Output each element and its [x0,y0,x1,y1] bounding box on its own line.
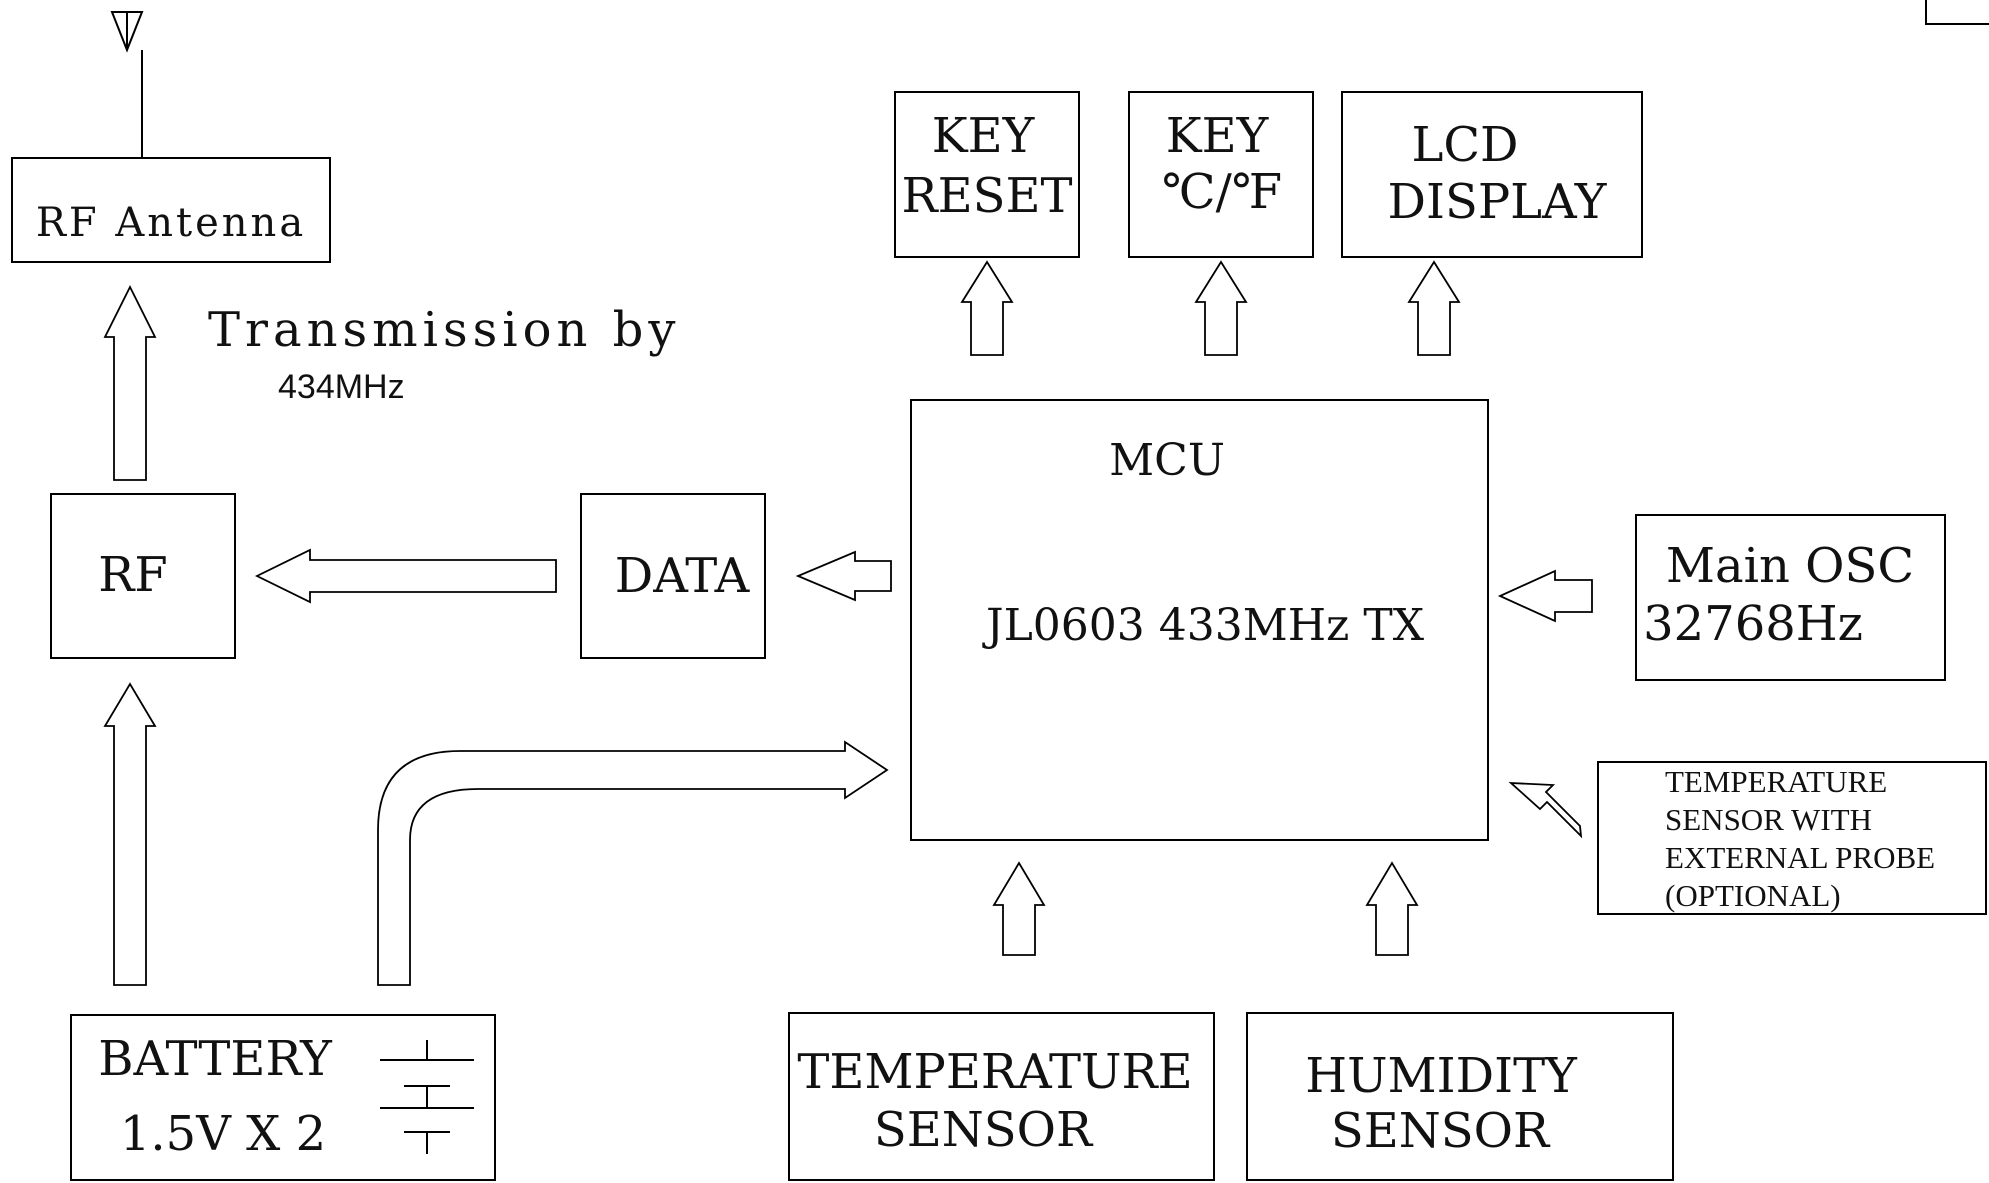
main-osc-label-line2: 32768Hz [1643,596,1863,652]
key-units-label-line1: KEY [1166,108,1270,164]
battery-icon [380,1040,474,1154]
probe-sensor-block: TEMPERATURE SENSOR WITH EXTERNAL PROBE (… [1597,761,1987,915]
rf-label: RF [98,547,167,603]
data-label: DATA [615,548,751,604]
probe-label-line3: EXTERNAL PROBE [1665,840,1935,875]
mcu-title: MCU [1109,435,1225,486]
temp-sensor-label-line2: SENSOR [874,1102,1094,1158]
lcd-display-block: LCD DISPLAY [1341,91,1643,258]
data-block: DATA [580,493,766,659]
arrow-data-to-rf [254,548,557,604]
frequency-label: 434MHz [278,368,405,406]
antenna-icon [110,11,144,158]
humidity-sensor-label-line1: HUMIDITY [1305,1048,1578,1104]
arrow-battery-to-mcu [377,740,889,986]
arrow-temp-sensor-to-mcu [992,861,1046,956]
key-reset-label-line2: RESET [901,168,1072,224]
humidity-sensor-label-line2: SENSOR [1331,1103,1551,1159]
probe-label-line4: (OPTIONAL) [1665,878,1841,913]
arrow-battery-to-rf [103,682,157,986]
temperature-sensor-block: TEMPERATURE SENSOR [788,1012,1215,1181]
arrow-osc-to-mcu [1497,569,1593,623]
battery-label-line2: 1.5V X 2 [120,1106,326,1162]
key-reset-block: KEY RESET [894,91,1080,258]
lcd-label-line1: LCD [1411,117,1518,173]
arrow-mcu-to-key-units [1194,260,1248,356]
key-units-label-line2: ℃/℉ [1162,164,1282,220]
rf-antenna-block: RF Antenna [11,157,331,263]
arrow-rf-to-antenna [103,284,157,481]
arrow-humidity-sensor-to-mcu [1365,861,1419,956]
probe-label-line1: TEMPERATURE [1665,764,1887,799]
main-osc-block: Main OSC 32768Hz [1635,514,1946,681]
humidity-sensor-block: HUMIDITY SENSOR [1246,1012,1674,1181]
arrow-mcu-to-key-reset [960,260,1014,356]
rf-antenna-label: RF Antenna [36,200,306,246]
rf-block: RF [50,493,236,659]
transmission-label: Transmission by [208,302,681,358]
probe-label-line2: SENSOR WITH [1665,802,1872,837]
main-osc-label-line1: Main OSC [1666,538,1914,594]
battery-block: BATTERY 1.5V X 2 [70,1014,496,1181]
arrow-mcu-to-data [795,550,892,602]
mcu-part-number: JL0603 433MHz TX [982,600,1425,651]
lcd-label-line2: DISPLAY [1388,174,1608,230]
arrow-probe-to-mcu [1508,781,1583,839]
arrow-mcu-to-lcd [1407,260,1461,356]
battery-label-line1: BATTERY [98,1031,333,1087]
mcu-block: MCU JL0603 433MHz TX [910,399,1489,841]
key-units-block: KEY ℃/℉ [1128,91,1314,258]
key-reset-label-line1: KEY [932,108,1036,164]
temp-sensor-label-line1: TEMPERATURE [797,1044,1192,1100]
page-corner-box [1925,0,1989,25]
